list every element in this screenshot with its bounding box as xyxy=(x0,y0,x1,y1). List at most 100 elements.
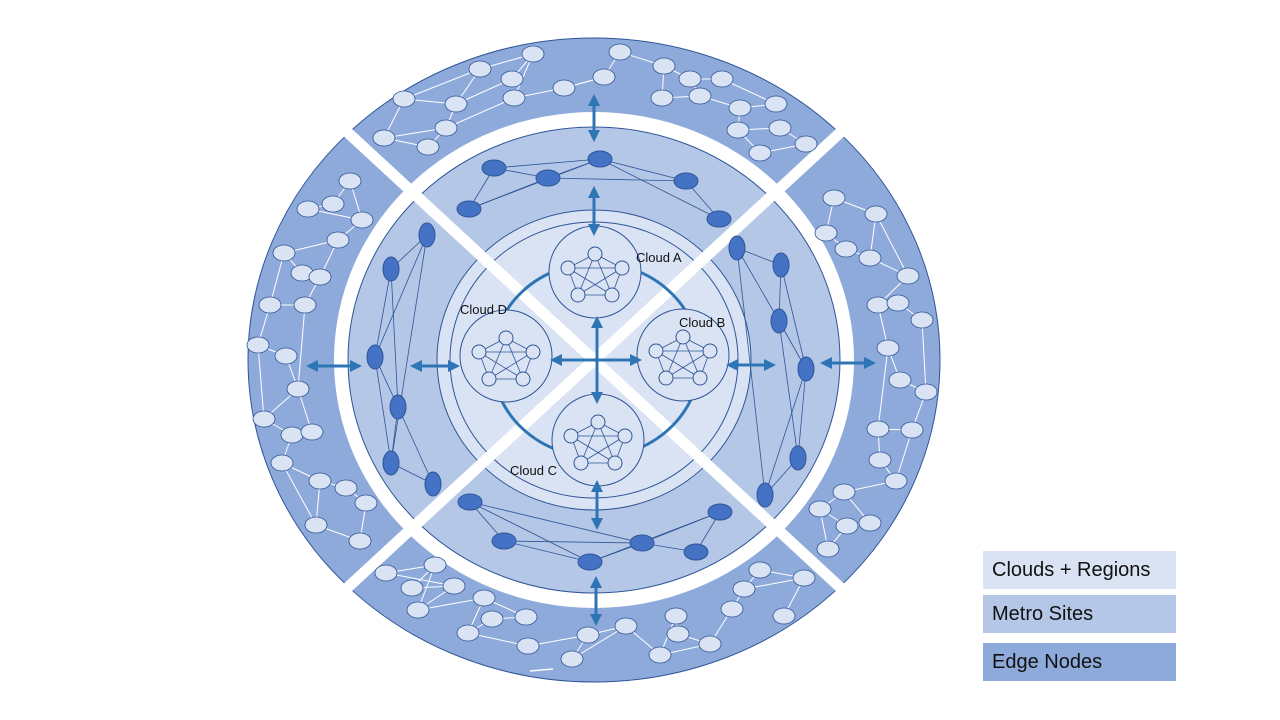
metro-link xyxy=(736,247,780,322)
edge-node xyxy=(521,45,545,63)
cloud-a-node xyxy=(570,287,586,303)
metro-node xyxy=(382,256,400,282)
edge-node xyxy=(516,637,540,655)
edge-node xyxy=(326,231,350,249)
cloud-a xyxy=(548,225,642,319)
metro-node xyxy=(389,394,407,420)
metro-link xyxy=(764,368,807,496)
edge-link xyxy=(257,344,265,420)
metro-link xyxy=(778,320,799,459)
legend-edge-nodes: Edge Nodes xyxy=(983,643,1176,681)
metro-node xyxy=(772,252,790,278)
edge-node xyxy=(726,121,750,139)
metro-link xyxy=(390,234,428,464)
metro-link xyxy=(547,177,687,182)
edge-node xyxy=(502,89,526,107)
metro-node xyxy=(789,445,807,471)
metro-link xyxy=(599,158,720,220)
edge-link xyxy=(403,68,481,100)
edge-node xyxy=(274,347,298,365)
edge-node xyxy=(868,451,892,469)
cloud-b-node xyxy=(648,343,664,359)
edge-node xyxy=(293,296,317,314)
cloud-d-label: Cloud D xyxy=(460,302,507,317)
cloud-b-link xyxy=(655,350,701,379)
edge-node xyxy=(434,119,458,137)
edge-node xyxy=(832,483,856,501)
edge-node xyxy=(748,144,772,162)
cloud-d-node xyxy=(471,344,487,360)
edge-node xyxy=(576,626,600,644)
edge-node xyxy=(270,454,294,472)
edge-node xyxy=(300,423,324,441)
edge-node xyxy=(768,119,792,137)
metro-node xyxy=(683,543,709,561)
edge-node xyxy=(321,195,345,213)
metro-node xyxy=(382,450,400,476)
legend-metro-sites-label: Metro Sites xyxy=(992,602,1094,625)
edge-node xyxy=(884,472,908,490)
legend-clouds-regions: Clouds + Regions xyxy=(983,551,1176,589)
edge-link xyxy=(921,319,927,393)
cloud-b-node xyxy=(702,343,718,359)
edge-node xyxy=(608,43,632,61)
edge-link xyxy=(269,252,285,306)
cloud-b-link xyxy=(665,350,711,379)
edge-node xyxy=(858,514,882,532)
edge-node xyxy=(456,624,480,642)
edge-link xyxy=(571,625,627,660)
metro-node xyxy=(756,482,774,508)
edge-node xyxy=(900,421,924,439)
cloud-b-node xyxy=(675,329,691,345)
edge-node xyxy=(914,383,938,401)
metro-node xyxy=(457,493,483,511)
metro-node xyxy=(797,356,815,382)
edge-link xyxy=(875,213,909,277)
edge-node xyxy=(500,70,524,88)
legend-clouds-regions-label: Clouds + Regions xyxy=(992,558,1151,581)
edge-node xyxy=(720,600,744,618)
cloud-d-node xyxy=(498,330,514,346)
edge-node xyxy=(866,420,890,438)
edge-node xyxy=(468,60,492,78)
edge-node xyxy=(272,244,296,262)
edge-node xyxy=(698,635,722,653)
metro-node xyxy=(629,534,655,552)
cloud-a-link xyxy=(567,267,613,296)
edge-node xyxy=(835,517,859,535)
edge-node xyxy=(374,564,398,582)
metro-nodes xyxy=(366,150,815,571)
metro-node xyxy=(673,172,699,190)
metro-link xyxy=(374,234,428,358)
edge-node xyxy=(666,625,690,643)
edge-node xyxy=(514,608,538,626)
edge-node xyxy=(866,296,890,314)
edge-node xyxy=(814,224,838,242)
metro-link xyxy=(503,540,591,563)
cloud-c-node xyxy=(590,414,606,430)
metro-node xyxy=(728,235,746,261)
cloud-a-link xyxy=(577,267,623,296)
edge-node xyxy=(650,89,674,107)
cloud-c xyxy=(551,393,645,487)
metro-node xyxy=(770,308,788,334)
edge-node xyxy=(480,610,504,628)
edge-node xyxy=(688,87,712,105)
edge-node xyxy=(416,138,440,156)
cloud-c-node xyxy=(607,455,623,471)
edge-node xyxy=(772,607,796,625)
edge-node xyxy=(732,580,756,598)
edge-node xyxy=(560,650,584,668)
edge-link xyxy=(297,304,306,390)
metro-link xyxy=(374,268,392,358)
cloud-b xyxy=(636,308,730,402)
metro-node xyxy=(418,222,436,248)
bottom-mark xyxy=(529,668,554,672)
edge-node xyxy=(304,516,328,534)
edge-node xyxy=(652,57,676,75)
edge-node xyxy=(252,410,276,428)
cloud-a-node xyxy=(604,287,620,303)
cloud-b-node xyxy=(658,370,674,386)
cloud-d-link xyxy=(488,351,534,380)
edge-node xyxy=(350,211,374,229)
